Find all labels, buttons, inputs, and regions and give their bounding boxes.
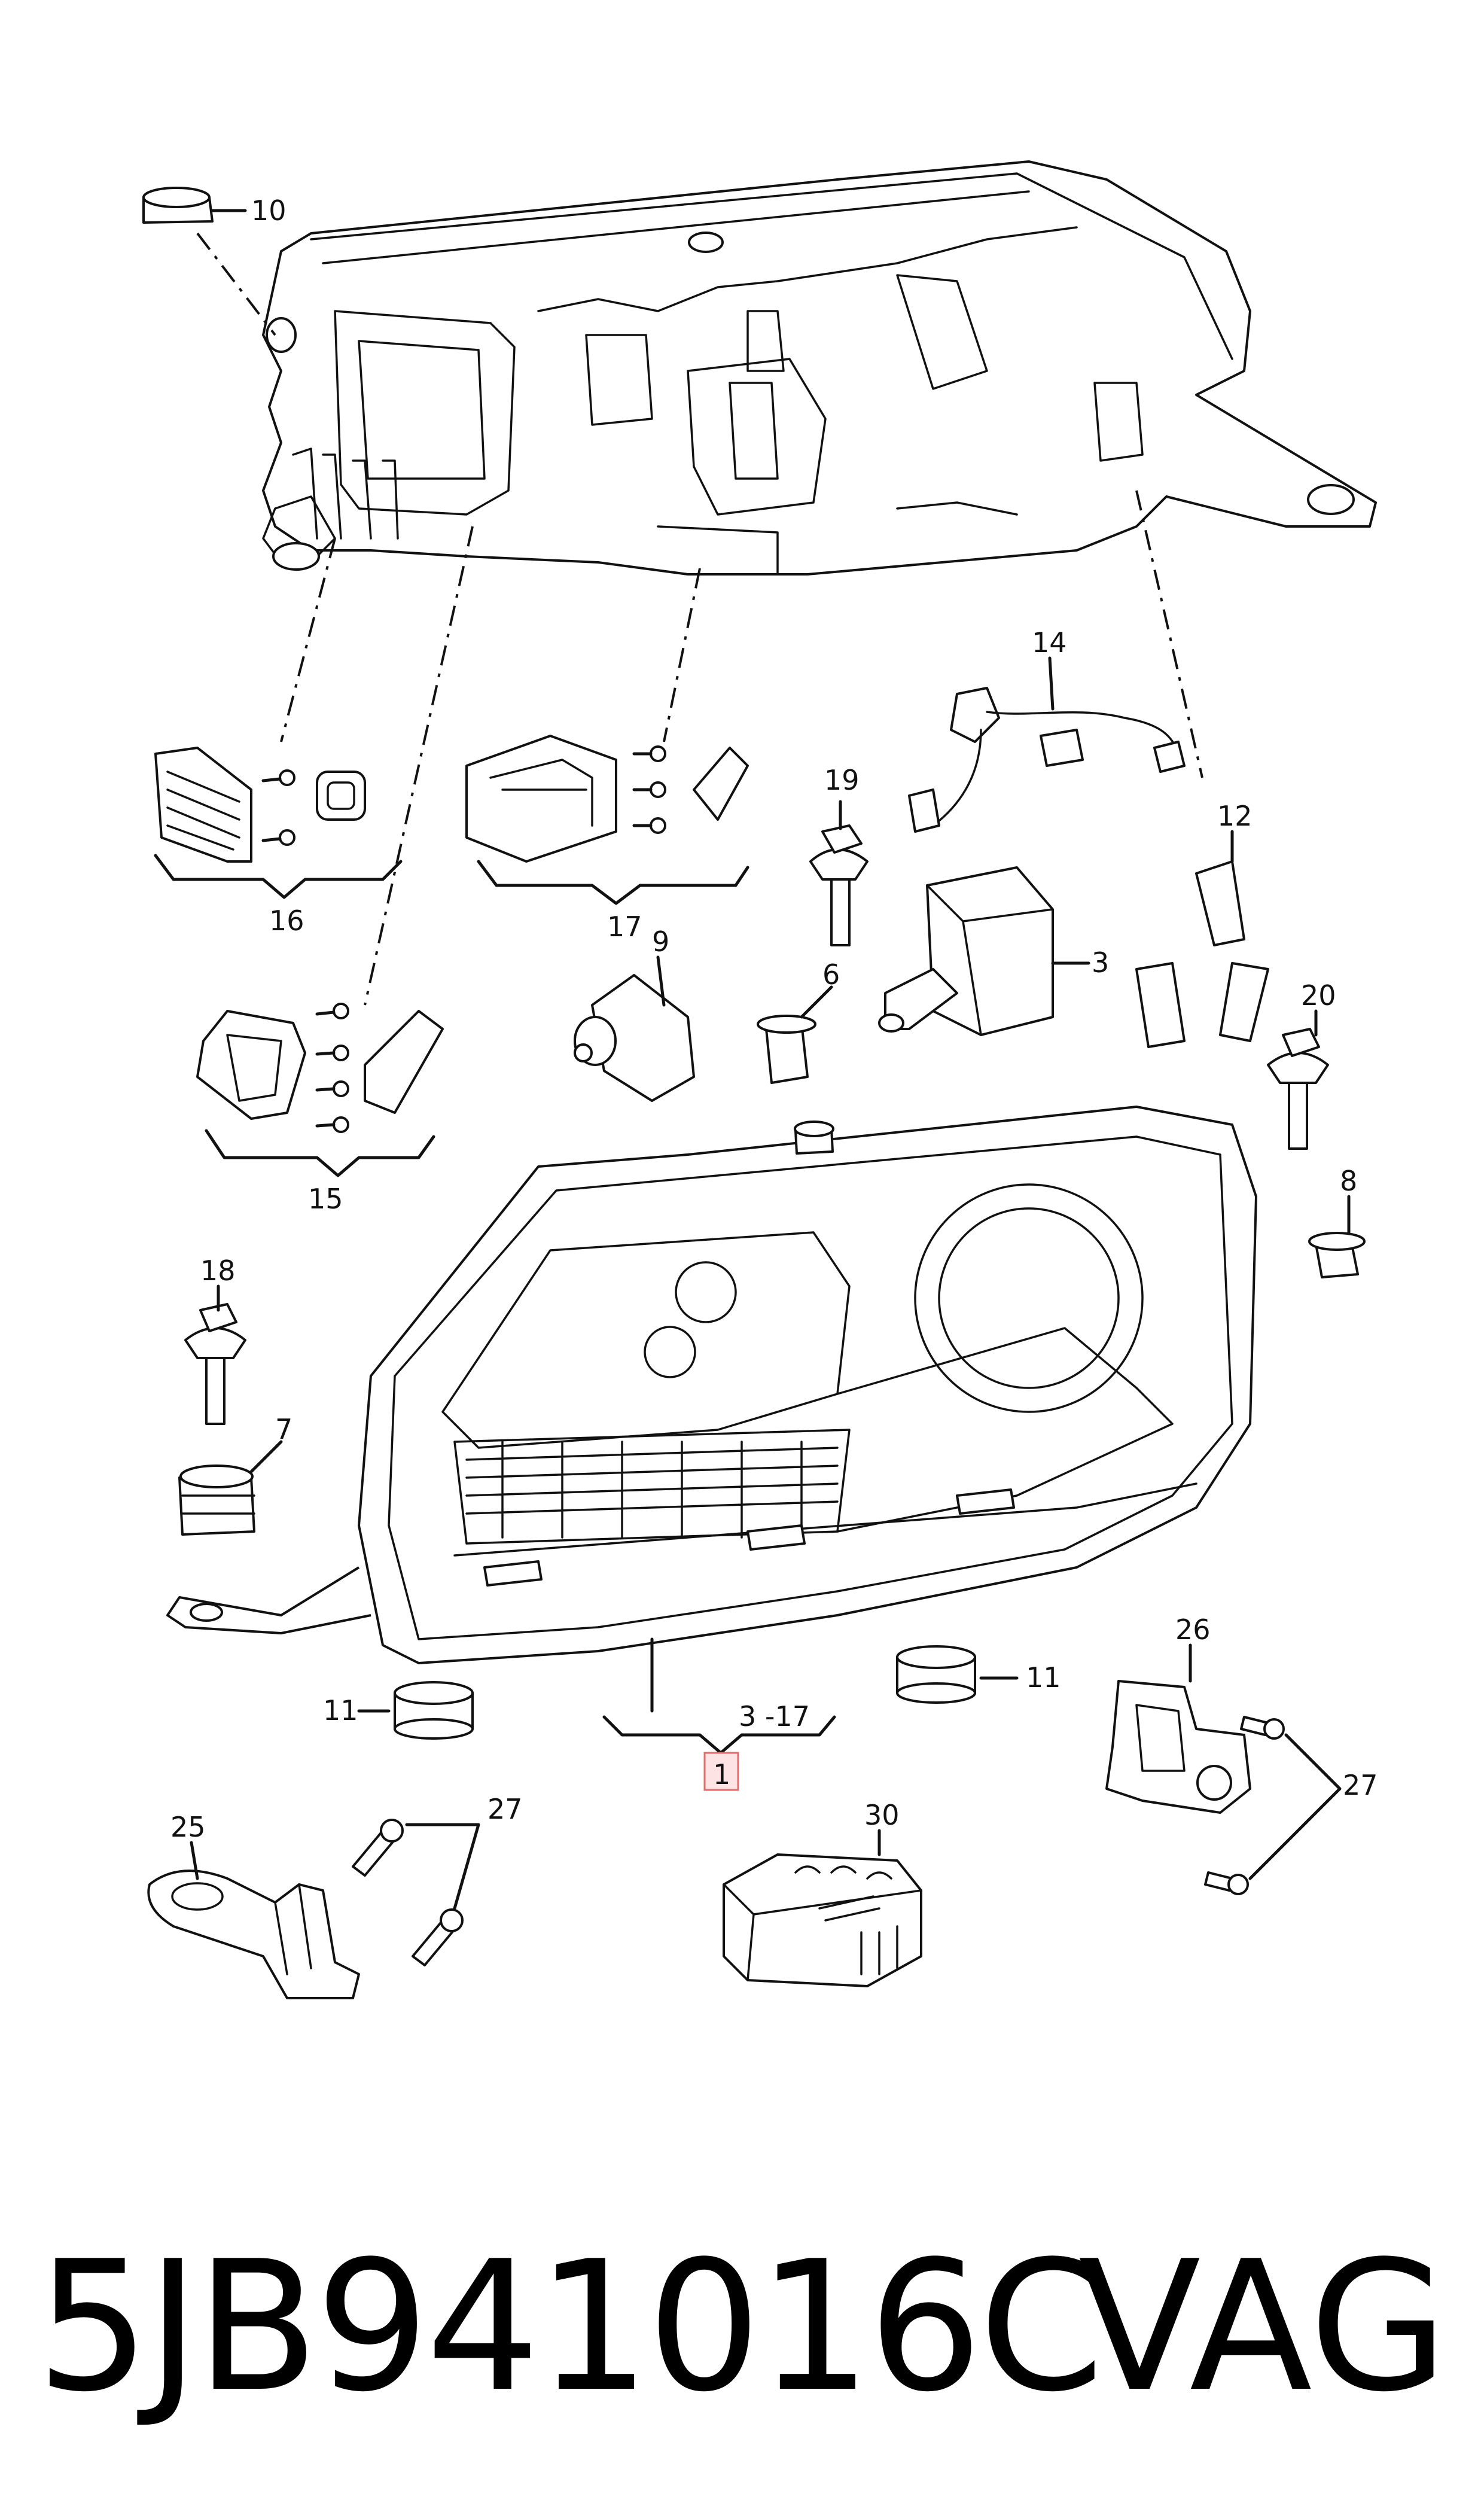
part-9-level-motor (574, 955, 695, 1102)
leader-12 (1135, 490, 1203, 778)
callout-30: 30 (864, 1799, 900, 1831)
part-14-wiring-harness (908, 656, 1186, 833)
callout-18: 18 (200, 1255, 236, 1287)
callout-14: 14 (1032, 626, 1067, 659)
callout-7: 7 (275, 1413, 292, 1445)
callout-6: 6 (822, 958, 840, 991)
part-16-led-module (154, 747, 403, 899)
part-15-bracket (196, 1003, 444, 1177)
callout-27-left: 27 (487, 1793, 523, 1825)
leader-17 (663, 568, 701, 742)
part-3-bulb (878, 866, 1090, 1036)
headlamp-assembly-front (166, 1106, 1257, 1664)
leader-15 (364, 526, 474, 1006)
callout-15: 15 (308, 1183, 343, 1215)
brand-name: VAG (1078, 2222, 1448, 2431)
callout-16: 16 (269, 905, 304, 937)
part-11-cap-left (357, 1681, 474, 1740)
part-12-connectors (1135, 830, 1269, 1048)
callout-17: 17 (607, 911, 642, 943)
part-10-cap (142, 187, 276, 336)
footer: 5JB941016C VAG (0, 2213, 1484, 2441)
callout-9: 9 (652, 925, 669, 958)
part-27-screws-left (352, 1819, 480, 1966)
part-7-grommet (178, 1440, 283, 1536)
part-27-screws-right (1204, 1716, 1342, 1895)
callout-10: 10 (251, 194, 287, 227)
part-25-bracket (147, 1841, 360, 1999)
part-1-bracket (602, 1637, 836, 1791)
leader-16 (280, 538, 336, 742)
headlamp-housing-rear (262, 160, 1377, 576)
part-20-bolt (1267, 1009, 1329, 1150)
callout-11-right: 11 (1026, 1661, 1061, 1694)
callout-26: 26 (1175, 1613, 1211, 1646)
part-19-bolt (809, 800, 869, 946)
part-8-grommet (1308, 1195, 1366, 1278)
callout-25: 25 (170, 1811, 206, 1843)
part-6-grommet (757, 985, 833, 1084)
callout-20: 20 (1301, 979, 1336, 1012)
callout-3: 3 (1092, 946, 1109, 979)
callout-11-left: 11 (323, 1694, 358, 1727)
part-17-control-unit (465, 735, 749, 905)
part-18-bolt (184, 1284, 246, 1425)
item-1-highlight (703, 1752, 739, 1791)
callout-12: 12 (1217, 800, 1253, 832)
callout-1: 1 (713, 1758, 730, 1791)
part-26-bracket (1105, 1643, 1251, 1814)
part-11-cap-right (896, 1645, 1019, 1704)
callout-27-right: 27 (1343, 1769, 1378, 1801)
part-30-repair-kit (723, 1829, 922, 1987)
callout-8: 8 (1340, 1165, 1357, 1197)
callout-19: 19 (824, 764, 860, 796)
part-number: 5JB941016C (36, 2222, 1104, 2431)
callout-3-17: 3 -17 (739, 1700, 810, 1733)
exploded-parts-diagram: 10 14 12 19 16 17 9 6 3 20 15 8 18 7 11 … (142, 160, 1378, 1999)
